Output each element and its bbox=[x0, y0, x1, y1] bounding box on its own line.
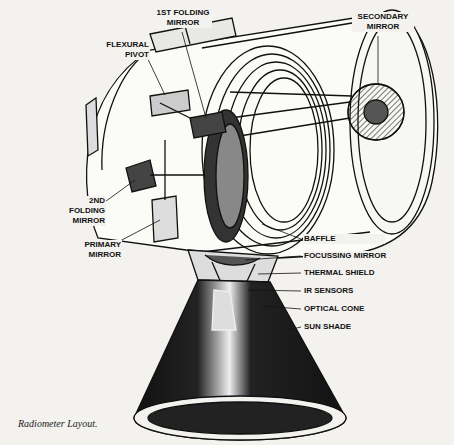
part-label: SECONDARY MIRROR bbox=[352, 12, 414, 32]
part-label: FOCUSSING MIRROR bbox=[303, 251, 405, 261]
part-label: IR SENSORS bbox=[303, 286, 405, 296]
part-label: THERMAL SHIELD bbox=[303, 268, 405, 278]
part-label: 1ST FOLDING MIRROR bbox=[154, 8, 212, 28]
figure-caption: Radiometer Layout. bbox=[18, 418, 97, 429]
part-label: OPTICAL CONE bbox=[303, 304, 405, 314]
part-label: SUN SHADE bbox=[303, 322, 405, 332]
part-label: FLEXURAL PIVOT bbox=[104, 40, 150, 60]
part-label: PRIMARY MIRROR bbox=[80, 240, 122, 260]
part-label: BAFFLE bbox=[303, 234, 385, 244]
part-label: 2ND FOLDING MIRROR bbox=[50, 196, 106, 226]
